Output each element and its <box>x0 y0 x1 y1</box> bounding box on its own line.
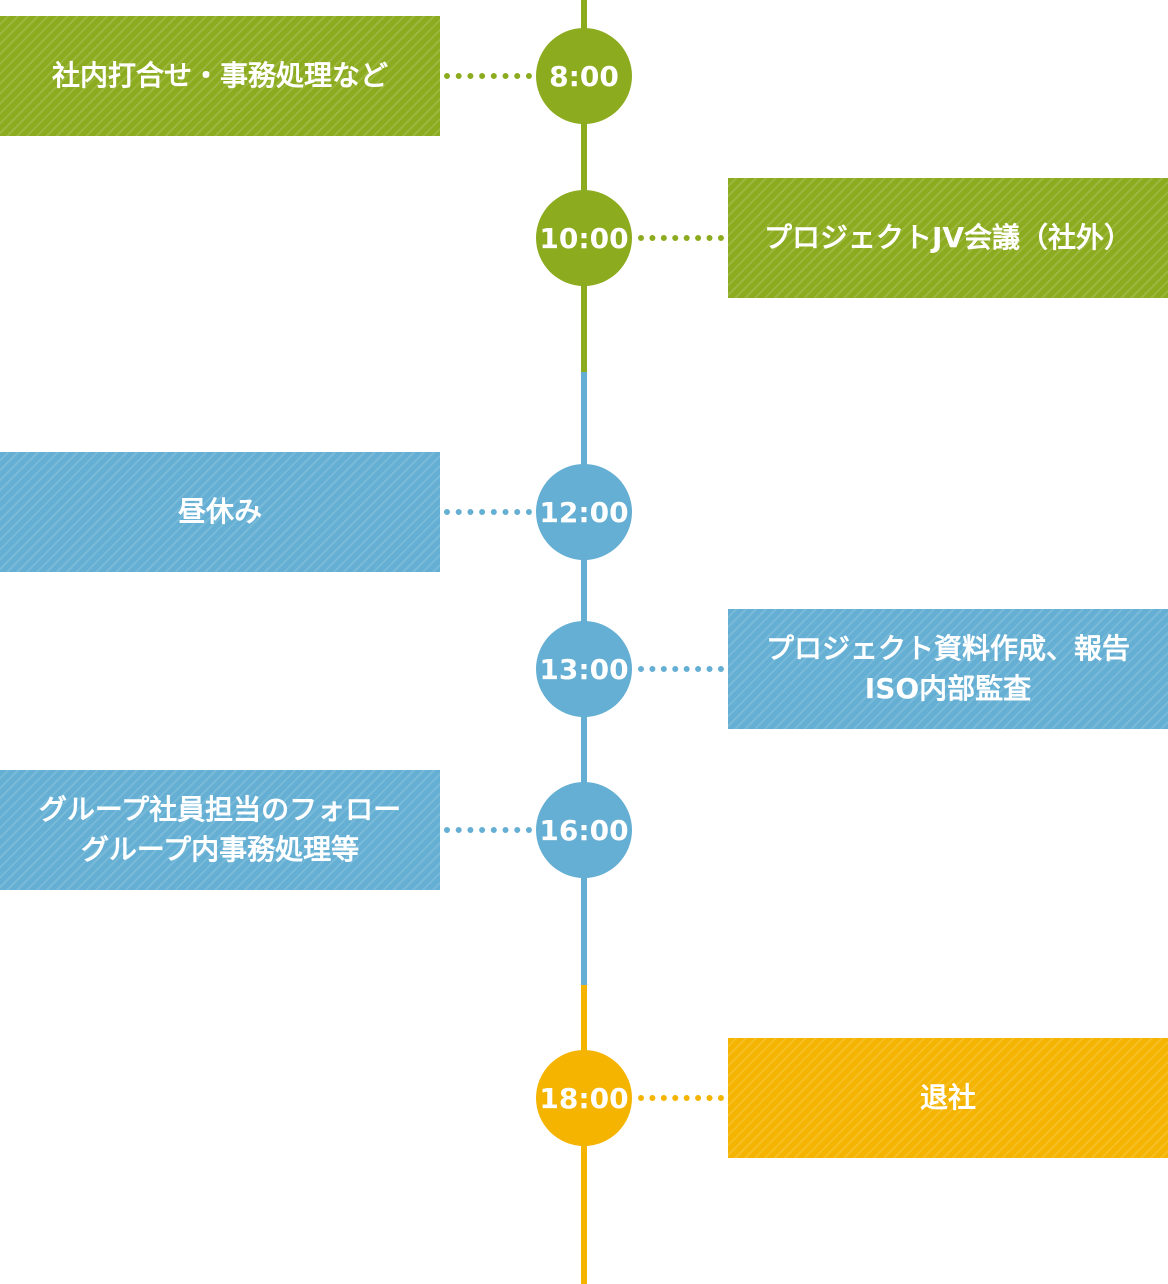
event-label-line: 退社 <box>919 1081 976 1114</box>
event-label-line: 社内打合せ・事務処理など <box>51 59 388 92</box>
time-node: 10:00 <box>536 190 632 286</box>
time-label: 16:00 <box>539 813 629 847</box>
time-label: 10:00 <box>539 221 629 255</box>
connector-dots <box>638 666 724 672</box>
event-box: 退社 <box>728 1038 1168 1158</box>
event-box: 昼休み <box>0 452 440 572</box>
connector-dots <box>638 235 724 241</box>
time-label: 18:00 <box>539 1081 629 1115</box>
time-node: 12:00 <box>536 464 632 560</box>
time-label: 12:00 <box>539 495 629 529</box>
event-label-line: ISO内部監査 <box>864 672 1032 705</box>
time-node: 8:00 <box>536 28 632 124</box>
event-label-line: グループ社員担当のフォロー <box>38 793 402 826</box>
time-node: 18:00 <box>536 1050 632 1146</box>
timeline-line-morning <box>581 0 587 372</box>
event-box: プロジェクトJV会議（社外） <box>728 178 1168 298</box>
time-label: 8:00 <box>549 59 619 93</box>
event-box: 社内打合せ・事務処理など <box>0 16 440 136</box>
time-node: 16:00 <box>536 782 632 878</box>
event-label-line: グループ内事務処理等 <box>80 833 360 866</box>
event-label-line: プロジェクトJV会議（社外） <box>763 221 1133 254</box>
time-label: 13:00 <box>539 652 629 686</box>
connector-dots <box>444 509 532 515</box>
time-node: 13:00 <box>536 621 632 717</box>
event-label-line: 昼休み <box>177 495 262 528</box>
event-box: プロジェクト資料作成、報告 ISO内部監査 <box>728 609 1168 729</box>
connector-dots <box>638 1095 724 1101</box>
connector-dots <box>444 73 532 79</box>
event-box: グループ社員担当のフォロー グループ内事務処理等 <box>0 770 440 890</box>
event-label-line: プロジェクト資料作成、報告 <box>765 632 1130 665</box>
connector-dots <box>444 827 532 833</box>
